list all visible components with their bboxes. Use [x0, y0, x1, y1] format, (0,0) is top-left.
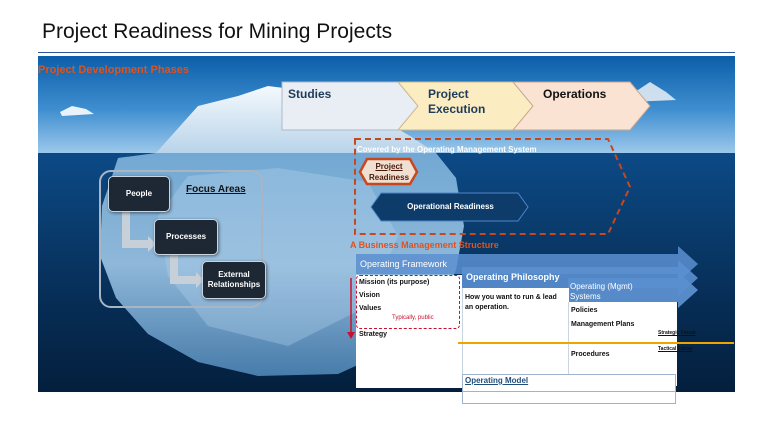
- operating-framework-label: Operating Framework: [360, 259, 448, 269]
- project-readiness-hexagon: [358, 157, 419, 186]
- project-readiness-line-2: Readiness: [369, 173, 410, 182]
- processes-box: Processes: [154, 219, 218, 255]
- framework-item-values: Values: [359, 305, 382, 312]
- bms-heading: A Business Management Structure: [350, 240, 499, 250]
- external-line-1: External: [218, 270, 250, 279]
- project-readiness-line-1: Project: [375, 162, 403, 171]
- oms-region: [354, 138, 632, 235]
- arrow-processes-to-external: [170, 250, 204, 288]
- page-title: Project Readiness for Mining Projects: [42, 20, 393, 43]
- people-label: People: [125, 189, 153, 198]
- focus-areas-frame: [99, 170, 263, 308]
- operations-arrow: [511, 81, 651, 131]
- operational-readiness-hexagon: [370, 192, 529, 222]
- studies-label: Studies: [288, 87, 332, 101]
- framework-panel: [356, 275, 462, 388]
- focus-flow-arrows: [122, 212, 204, 288]
- framework-item-strategy: Strategy: [359, 331, 388, 338]
- typically-public-note: Typically, public: [392, 315, 434, 321]
- operating-systems-arrow: [568, 272, 698, 308]
- systems-panel: [568, 302, 677, 386]
- systems-label-line-1: Operating (Mgmt): [570, 282, 633, 291]
- bms-arrows: [356, 246, 698, 308]
- execution-line-2: Execution: [428, 102, 486, 116]
- framework-down-arrow: [347, 278, 355, 339]
- strategic-focus-label: Strategic Focus: [658, 330, 696, 336]
- framework-item-vision: Vision: [359, 292, 380, 299]
- arrow-people-to-processes: [122, 212, 156, 252]
- iceberg-scene: Project Development Phases Studies Proje…: [38, 56, 735, 392]
- oms-heading: Covered by the Operating Management Syst…: [357, 145, 537, 154]
- operating-systems-label: Operating (Mgmt) Systems: [570, 282, 633, 302]
- philosophy-text-line-2: an operation.: [465, 304, 509, 311]
- phases-heading: Project Development Phases: [38, 64, 190, 76]
- oms-dashed-border: [354, 138, 632, 235]
- project-readiness-label: Project Readiness: [369, 161, 409, 183]
- small-iceberg-left: [60, 106, 94, 116]
- operating-model-bar: [462, 374, 676, 392]
- philosophy-description: How you want to run & lead an operation.: [465, 293, 557, 313]
- phase-arrows: [281, 81, 651, 131]
- philosophy-text-line-1: How you want to run & lead: [465, 294, 557, 301]
- operating-philosophy-label: Operating Philosophy: [466, 272, 560, 282]
- operating-model-extension: [462, 392, 676, 404]
- operating-model-label: Operating Model: [465, 376, 529, 385]
- systems-item-management-plans: Management Plans: [571, 321, 635, 328]
- systems-item-policies: Policies: [571, 307, 598, 314]
- operations-label: Operations: [543, 87, 607, 101]
- processes-label: Processes: [165, 232, 207, 241]
- public-items-dashed-box: [356, 275, 460, 329]
- project-execution-label: Project Execution: [428, 87, 485, 117]
- people-box: People: [108, 176, 170, 212]
- title-underline: [38, 52, 735, 53]
- framework-item-mission: Mission (its purpose): [359, 279, 430, 286]
- tactical-focus-label: Tactical Focus: [658, 346, 693, 352]
- systems-label-line-2: Systems: [570, 292, 601, 301]
- operational-readiness-label: Operational Readiness: [407, 202, 494, 211]
- strategic-tactical-divider: [458, 342, 734, 344]
- execution-line-1: Project: [428, 87, 469, 101]
- focus-areas-heading: Focus Areas: [186, 184, 246, 195]
- systems-item-procedures: Procedures: [571, 351, 610, 358]
- external-line-2: Relationships: [207, 280, 261, 289]
